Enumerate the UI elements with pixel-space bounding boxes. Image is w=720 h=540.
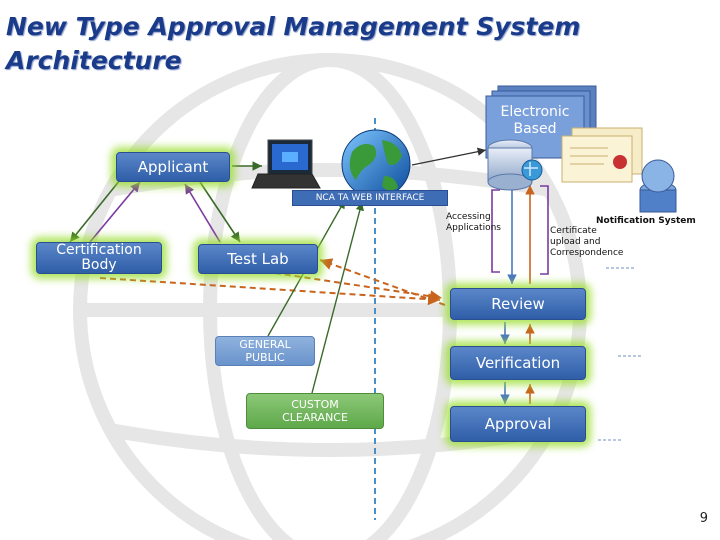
verification-box[interactable]: Verification: [450, 346, 586, 380]
notification-server-icon: [639, 159, 677, 213]
web-interface-banner[interactable]: NCA TA WEB INTERFACE: [292, 190, 448, 206]
certification-body-line2: Body: [81, 257, 117, 273]
certificate-line2: upload and: [550, 237, 601, 247]
globe-icon: [341, 129, 411, 199]
notification-system-label: Notification System: [596, 216, 696, 226]
arrow-review-testlab-orange: [319, 258, 446, 306]
general-public-line2: PUBLIC: [245, 351, 285, 364]
arrow-custom-globe: [311, 201, 364, 394]
certificate-line1: Certificate: [550, 226, 597, 236]
arrow-globe-server: [411, 147, 487, 166]
notification-connectors: [598, 267, 642, 441]
accessing-applications-label: Accessing Applications: [446, 212, 501, 234]
certificate-line3: Correspondence: [550, 248, 624, 258]
slide-title: New Type Approval Management System Arch…: [6, 10, 580, 78]
accessing-line2: Applications: [446, 223, 501, 233]
bracket-certificate: [540, 185, 549, 275]
arrow-testlab-applicant-purple: [184, 183, 221, 243]
approval-label: Approval: [484, 415, 552, 433]
applicant-label: Applicant: [137, 158, 209, 176]
approval-box[interactable]: Approval: [450, 406, 586, 442]
applicant-box[interactable]: Applicant: [116, 152, 230, 182]
accessing-line1: Accessing: [446, 212, 491, 222]
arrow-certbody-applicant-purple: [89, 181, 141, 243]
laptop-icon: [251, 139, 321, 189]
certification-body-box[interactable]: Certification Body: [36, 242, 162, 274]
custom-clearance-line1: CUSTOM: [291, 398, 339, 411]
custom-clearance-line2: CLEARANCE: [282, 411, 348, 424]
custom-clearance-box[interactable]: CUSTOM CLEARANCE: [246, 393, 384, 429]
test-lab-box[interactable]: Test Lab: [198, 244, 318, 274]
test-lab-label: Test Lab: [227, 250, 289, 268]
slide-title-line1: New Type Approval Management System: [6, 12, 581, 41]
arrow-certbody-review-orange: [99, 277, 441, 306]
general-public-box[interactable]: GENERAL PUBLIC: [215, 336, 315, 366]
bracket-accessing: [491, 189, 500, 273]
arrow-applicant-testlab-green: [199, 181, 241, 243]
arrow-testlab-review-orange: [254, 269, 443, 303]
general-public-line1: GENERAL: [239, 338, 291, 351]
electronic-based-line1: Electronic: [500, 104, 570, 120]
electronic-based-line2: Based: [513, 121, 557, 137]
arrow-applicant-certbody-green: [69, 179, 121, 243]
electronic-based-label: Electronic Based: [488, 104, 582, 138]
slide-title-line2: Architecture: [6, 46, 182, 75]
page-number: 9: [699, 511, 708, 526]
database-server-icon: [487, 139, 543, 191]
certificate-upload-label: Certificate upload and Correspondence: [550, 226, 623, 259]
review-box[interactable]: Review: [450, 288, 586, 320]
certification-body-line1: Certification: [56, 242, 142, 258]
web-interface-label: NCA TA WEB INTERFACE: [315, 193, 425, 203]
review-label: Review: [491, 295, 545, 313]
verification-label: Verification: [475, 354, 561, 372]
certificate-icon: [561, 127, 643, 183]
